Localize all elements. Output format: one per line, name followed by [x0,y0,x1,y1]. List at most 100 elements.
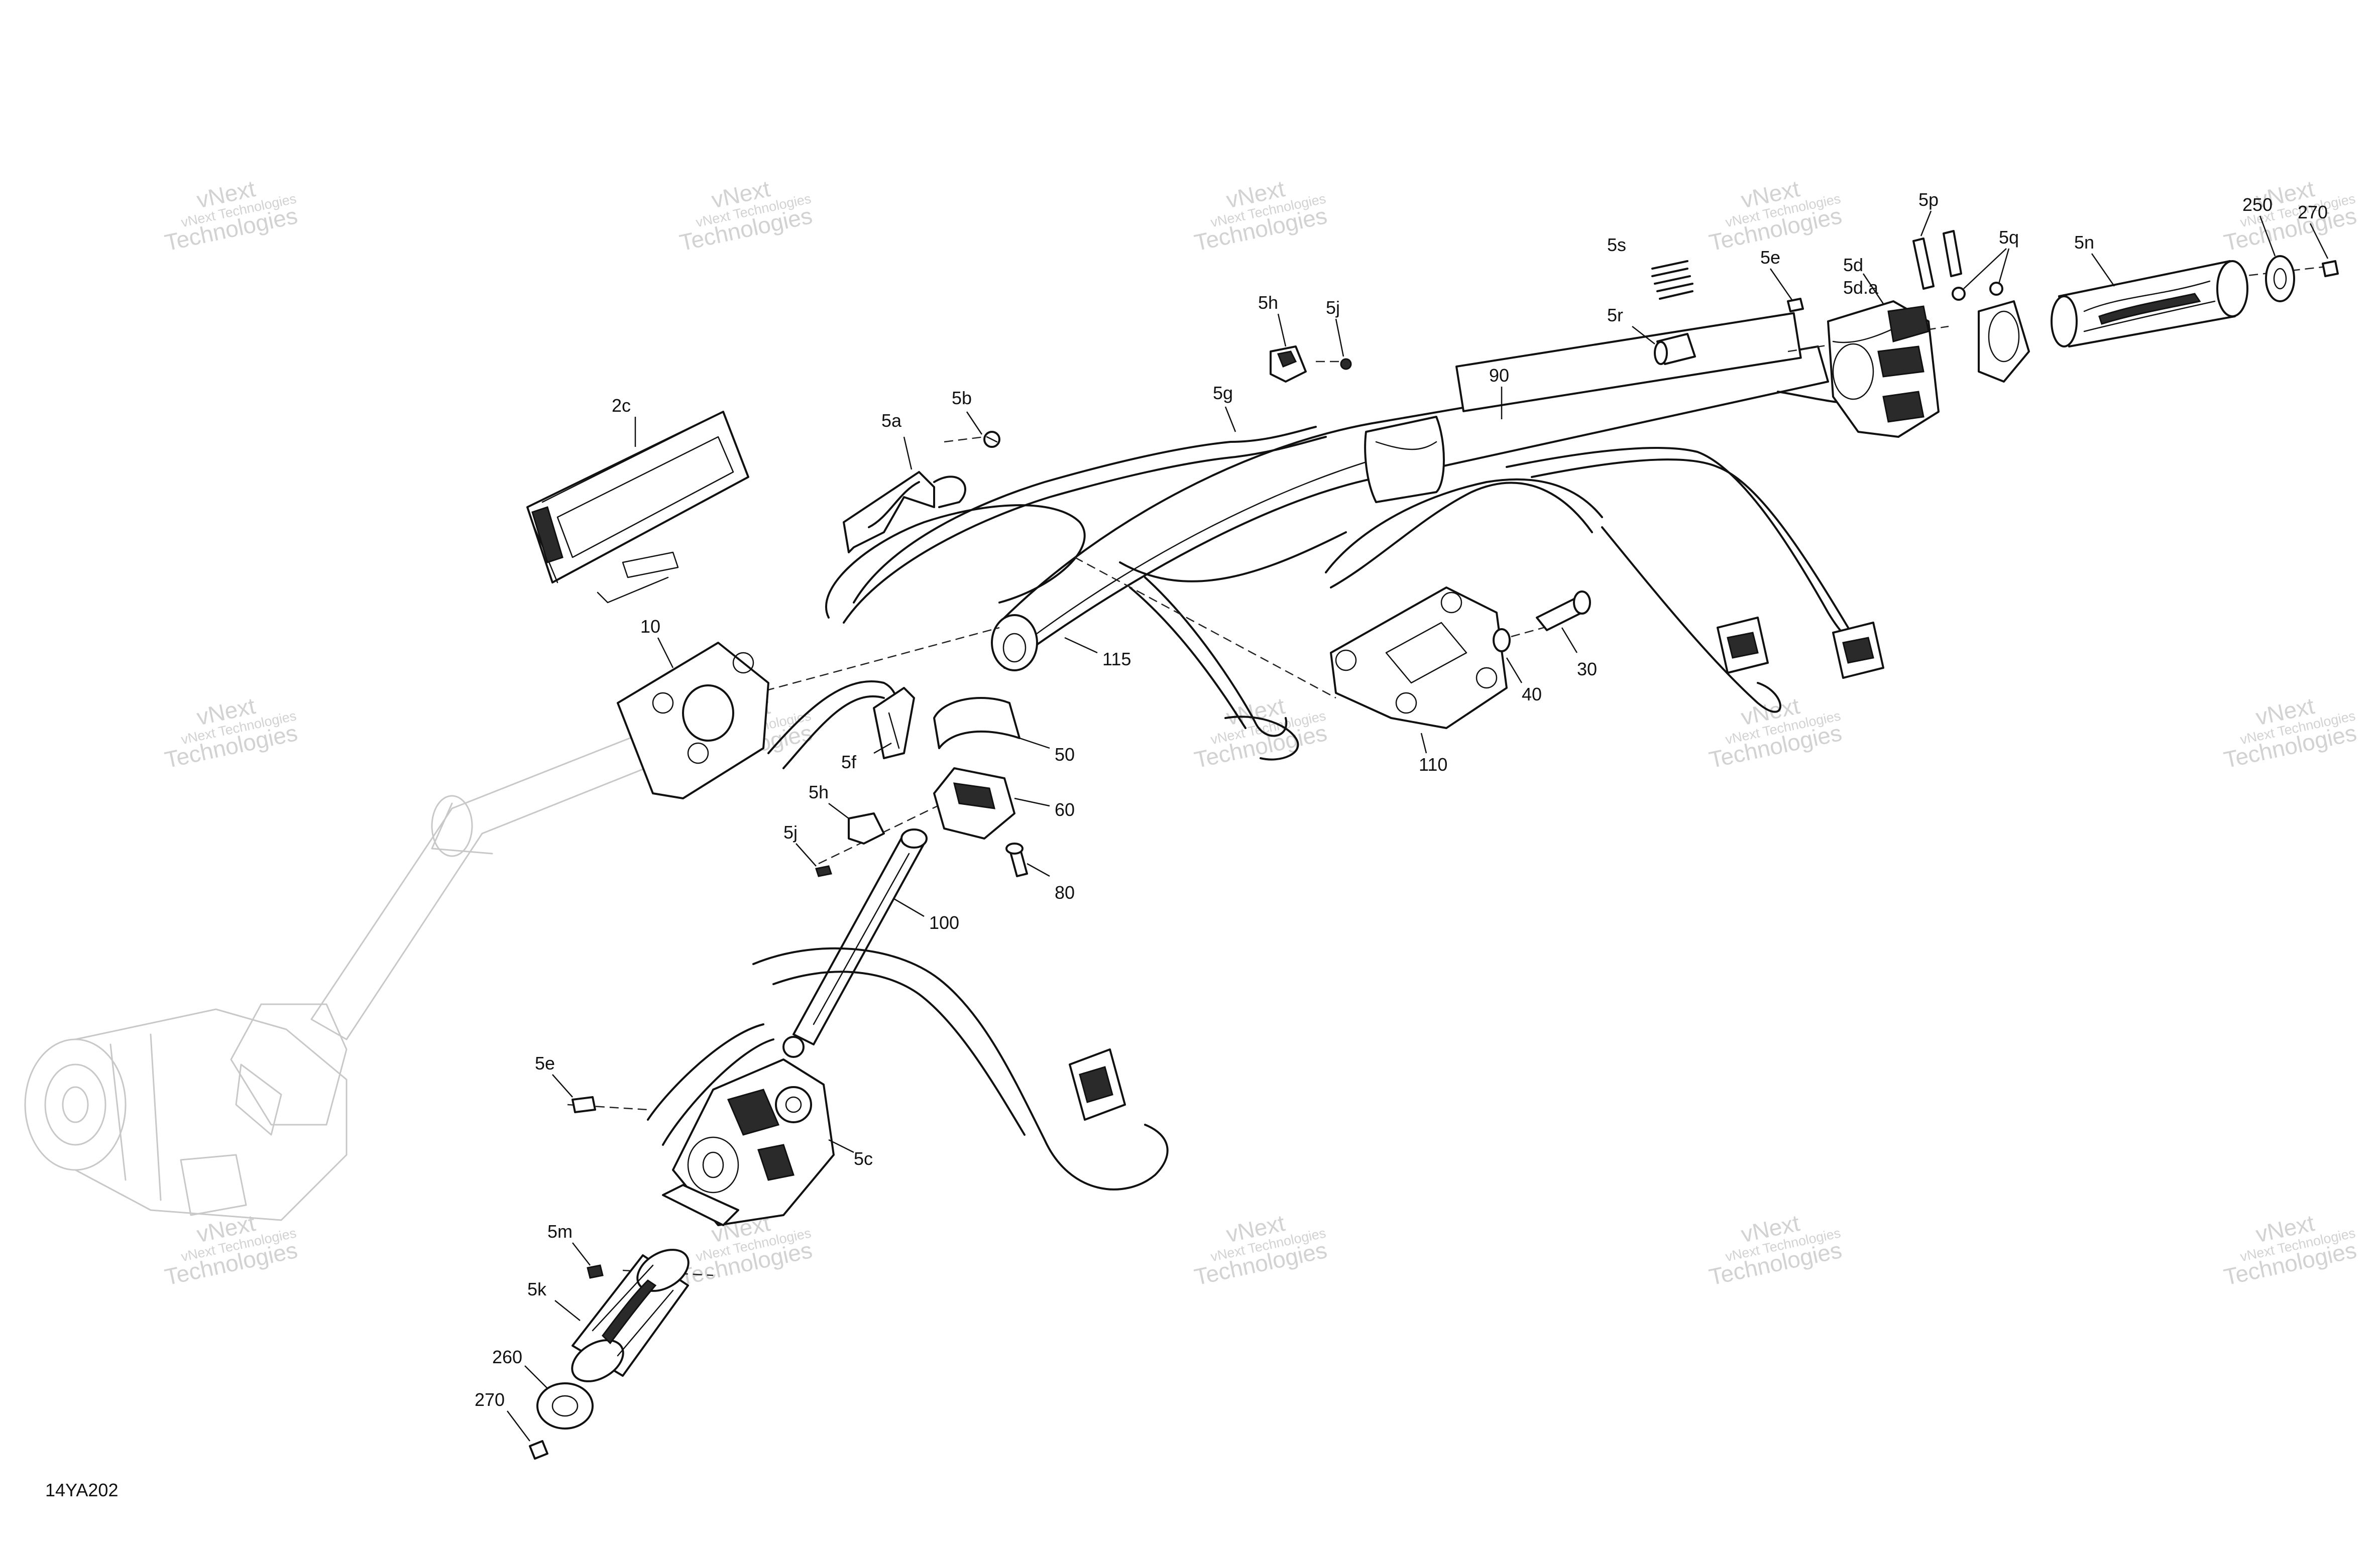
throttle-cable [752,947,1169,1191]
diagram-code: 14YA202 [45,1480,118,1500]
callout-115: 10 [640,616,674,668]
clamp-5h-top [1270,345,1307,383]
watermark: vNext Technologies vNext Technologies [1707,175,1844,256]
callout-5d: 5d [1843,255,1884,304]
callout-5e-top: 5e [1760,247,1794,302]
callout-5k: 5k [527,1279,581,1321]
callout-5a: 5a [881,410,913,470]
throttle-housing-right [1978,300,2030,383]
screw-80 [1005,843,1028,877]
sleeve-5r [1654,333,1696,365]
callout-label: 5b [952,388,972,408]
callout-label: 5g [1213,383,1233,403]
callout-5c: 5c [828,1139,873,1169]
callout-label: 2c [612,395,631,416]
connector-right-1 [1717,617,1769,674]
callout-label: 5r [1607,305,1623,325]
callout-label: 5m [547,1221,573,1242]
clamp-5h-mid [848,812,885,845]
ghost-motor [24,1008,348,1221]
callout-label: 30 [1577,659,1597,679]
callout-5q: 5q [1963,227,2019,289]
callout-label: 5a [881,410,902,431]
watermark: vNext Technologies vNext Technologies [1192,1210,1329,1290]
callout-5j-mid: 5j [783,822,817,867]
callout-label: 5d [1843,255,1863,275]
callout-label: 5f [841,752,857,772]
riser-clamp-115 [617,642,769,799]
callout-5j-top: 5j [1326,297,1344,357]
screw-5p-1 [1912,238,1935,290]
callout-label: 110 [1419,754,1447,775]
callout-label: 5d.a [1843,277,1879,298]
wire-clip [843,471,966,553]
callout-5h-top: 5h [1258,292,1287,347]
watermark: vNext Technologies vNext Technologies [162,175,299,256]
end-cap-250 [2265,255,2295,302]
washer-5q-1 [1952,287,1966,301]
callout-label: 90 [1489,365,1509,386]
screw-5j-mid [815,865,832,877]
cable-boot-5f [873,687,915,759]
callout-110: 110 [1419,733,1447,775]
callout-5g: 5g [1213,383,1236,432]
screw-5e-top [1787,298,1804,312]
callout-270-top: 270 [2298,202,2329,259]
callout-label: 270 [475,1389,505,1410]
callout-260: 260 [492,1347,548,1389]
switch-housing-right [1827,300,1940,438]
callout-label: 5k [527,1279,547,1299]
screw-270-top [2322,260,2339,277]
screw-5b [983,431,1000,448]
end-cap-260 [536,1382,594,1430]
callout-label: 5s [1607,234,1626,255]
callout-label: 5h [809,782,829,802]
callout-label: 270 [2298,202,2328,222]
callout-label: 5c [854,1148,873,1169]
callout-30: 30 [1561,627,1597,679]
sleeve-50 [933,697,1021,749]
callout-label: 260 [492,1347,522,1367]
handlebar [991,312,1829,671]
ghost-steering-column [230,722,684,1126]
washer-40 [1493,628,1511,652]
screw-5m [587,1264,604,1279]
spring-5s [1651,260,1693,300]
callout-40: 40 [1506,657,1542,704]
watermark: vNext Technologies vNext Technologies [1192,175,1329,256]
callout-5f: 5f [841,742,892,772]
switch-housing-left [647,1023,835,1226]
callout-5p: 5p [1918,189,1939,236]
callout-label: 100 [929,912,959,933]
callout-5m: 5m [547,1221,591,1266]
callout-label: 50 [1055,744,1075,765]
callout-label: 10 [640,616,660,637]
grip-left [571,1249,690,1382]
callout-90: 90 [1489,365,1509,419]
callout-10: 115 [1064,637,1131,669]
screw-5j-top [1340,358,1352,370]
callout-2c: 2c [612,395,636,447]
callout-5r: 5r [1607,305,1655,344]
callout-label: 80 [1055,882,1075,903]
callout-5n: 5n [2074,232,2115,287]
callout-label: 5j [783,822,798,843]
callout-60: 60 [1014,797,1075,820]
bolt-30 [1536,590,1591,631]
grip-right [2051,260,2248,347]
watermark: vNext Technologies vNext Technologies [677,175,814,256]
callout-label: 5e [1760,247,1780,268]
callout-label: 60 [1055,799,1075,820]
screw-5p-2 [1943,230,1962,277]
callout-100: 100 [893,898,959,933]
callout-80: 80 [1027,863,1075,903]
callout-label: 5q [1999,227,2019,248]
connector-left [1069,1048,1126,1121]
watermark: vNext Technologies vNext Technologies [2221,175,2358,256]
display-cluster [526,411,749,604]
washer-5q-2 [1989,282,2003,296]
watermark: vNext Technologies vNext Technologies [1707,692,1844,773]
clamp-60 [933,767,1015,840]
callout-5da: 5d.a [1843,277,1879,298]
callout-50: 50 [1019,737,1075,765]
